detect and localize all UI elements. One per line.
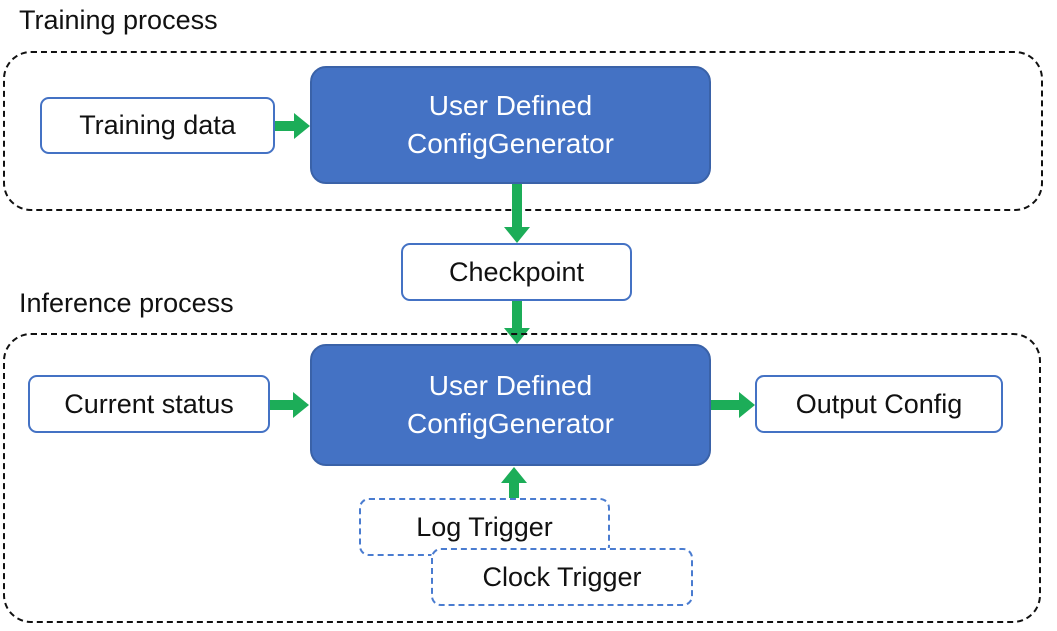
arrow-head-icon (503, 227, 530, 243)
arrow-current-status-to-generator (270, 391, 309, 418)
arrow-head-icon (503, 328, 530, 344)
arrow-training-data-to-generator (275, 112, 310, 139)
arrow-head-icon (293, 391, 309, 418)
inference-process-label: Inference process (19, 288, 234, 318)
arrow-head-icon (500, 467, 527, 483)
arrow-generator-to-checkpoint (503, 184, 530, 243)
inference-process-container (3, 333, 1041, 623)
arrow-triggers-to-generator (500, 467, 527, 498)
config-generator-inference-line1: User Defined (428, 370, 593, 401)
arrow-shaft (511, 184, 522, 228)
arrow-generator-to-output (711, 391, 755, 418)
config-generator-training-line2: ConfigGenerator (406, 128, 614, 159)
training-process-label: Training process (19, 5, 218, 35)
training-process-container (3, 51, 1043, 211)
config-generator-training-line1: User Defined (428, 90, 593, 121)
arrow-shaft (711, 399, 740, 410)
config-generator-inference-box: User Defined ConfigGenerator (310, 344, 711, 466)
training-data-box: Training data (40, 97, 275, 154)
clock-trigger-box: Clock Trigger (431, 548, 693, 606)
arrow-shaft (511, 301, 522, 329)
arrow-head-icon (294, 112, 310, 139)
current-status-box: Current status (28, 375, 270, 433)
arrow-shaft (270, 399, 294, 410)
arrow-shaft (275, 120, 295, 131)
checkpoint-box: Checkpoint (401, 243, 632, 301)
config-generator-training-box: User Defined ConfigGenerator (310, 66, 711, 184)
arrow-head-icon (739, 391, 755, 418)
arrow-shaft (508, 482, 519, 498)
arrow-checkpoint-to-generator (503, 301, 530, 344)
config-generator-inference-line2: ConfigGenerator (406, 408, 614, 439)
output-config-box: Output Config (755, 375, 1003, 433)
